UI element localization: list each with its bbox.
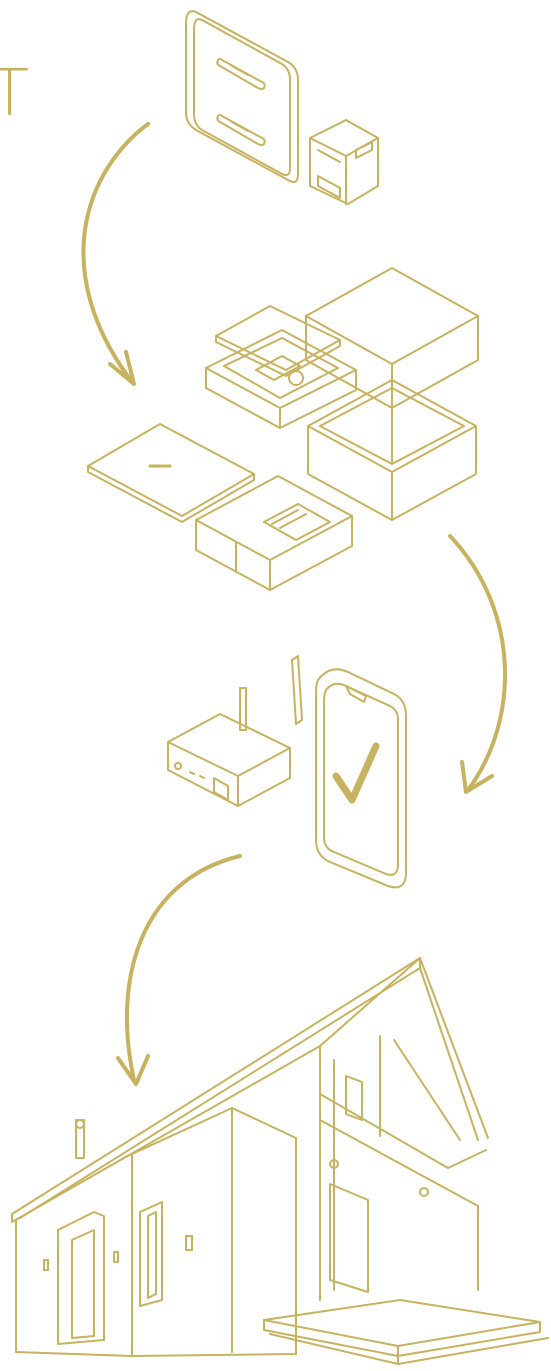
- house-wall-left: [15, 1153, 133, 1357]
- insert-card-icon: [215, 305, 341, 377]
- step-2-packaging: [87, 267, 507, 794]
- arrow-3: [124, 854, 242, 1082]
- step-4-house: [11, 957, 549, 1365]
- arrow-3-head: [116, 1054, 150, 1086]
- cropped-heading-letter: T: [0, 57, 30, 131]
- house-steps: [263, 1299, 549, 1365]
- wall-plate-icon: [185, 10, 299, 183]
- arrow-1-head: [108, 350, 136, 386]
- arrow-1: [81, 122, 150, 384]
- house-roof-icon: [11, 957, 489, 1223]
- arrow-2: [448, 534, 507, 792]
- arrow-2-head: [460, 760, 494, 794]
- house-porch: [295, 1035, 487, 1355]
- gateway-router-icon: [167, 655, 303, 807]
- device-pack-icon: [195, 475, 353, 591]
- flat-plate-icon: [87, 423, 255, 523]
- checkmark-icon: [332, 742, 380, 804]
- step-3-gateway-phone: [116, 655, 407, 1086]
- step-1-wall-sensor: [81, 10, 379, 386]
- smartphone-icon: [315, 668, 407, 889]
- box-base-icon: [307, 379, 477, 521]
- house-chimney-icon: [75, 1119, 85, 1159]
- relay-module-icon: [309, 119, 379, 205]
- tray-icon: [205, 329, 357, 429]
